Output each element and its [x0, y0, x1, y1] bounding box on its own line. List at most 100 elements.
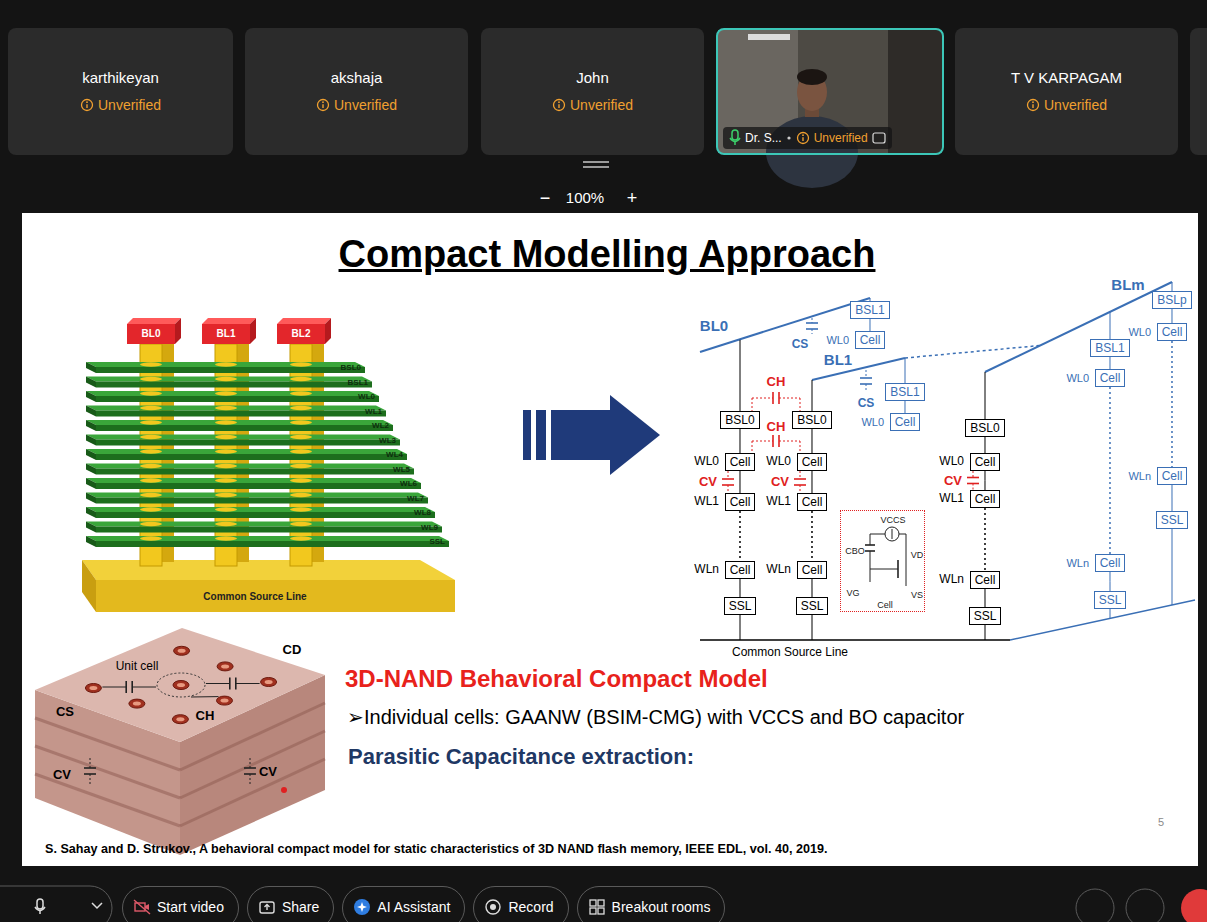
separator-dot — [787, 136, 790, 139]
cell-cylinder — [178, 649, 186, 653]
wire — [870, 569, 898, 570]
info-icon — [1032, 101, 1034, 103]
info-icon — [1032, 104, 1033, 108]
share-icon — [264, 905, 269, 911]
cell-cylinder — [176, 717, 184, 721]
capacitance-label: Unit cell — [116, 660, 159, 674]
layer-label: WL2 — [372, 421, 389, 430]
capacitor-symbol — [84, 767, 96, 769]
node-text: SSL — [801, 599, 824, 613]
memory-cell-box: Cell — [725, 453, 756, 471]
bitline-label: BL0 — [142, 328, 161, 340]
word-line-plate — [86, 435, 400, 440]
info-icon — [1026, 98, 1040, 112]
string-wire — [811, 471, 812, 493]
signal-label: WLn — [939, 573, 964, 587]
video-light — [748, 34, 790, 40]
bitline-cap — [277, 324, 325, 344]
node-text: BSL0 — [970, 421, 999, 435]
signal-label: WLn — [1128, 470, 1151, 483]
mic-icon — [39, 911, 41, 915]
cell-cylinder — [177, 683, 185, 687]
node-text: Cell — [860, 333, 881, 347]
toolbar-icon — [1126, 889, 1164, 922]
memory-cell-box: BSL1 — [1090, 339, 1129, 357]
node-text: Cell — [975, 492, 996, 506]
zoom-control: 100% — [566, 189, 604, 206]
wire — [870, 534, 885, 535]
channel-pillar — [215, 391, 237, 395]
rooms-icon — [590, 908, 596, 914]
channel-pillar — [290, 362, 312, 366]
record-icon — [490, 904, 496, 910]
toolbar-button — [0, 886, 112, 922]
node-text: SSL — [974, 609, 997, 623]
info-icon — [796, 131, 810, 145]
signal-label: WL0 — [1128, 326, 1151, 339]
word-line-plate — [96, 483, 421, 489]
node-text: VS — [911, 590, 923, 600]
capacitor-lead — [866, 384, 867, 392]
capacitor-lead — [102, 687, 126, 688]
capacitance-label: CV — [259, 765, 277, 780]
signal-label: WLn — [766, 563, 791, 577]
cell-cylinder — [265, 680, 273, 684]
toolbar-button: Share — [247, 886, 334, 922]
node-text: Record — [508, 898, 553, 916]
memory-cell-box: BSL0 — [792, 411, 831, 429]
string-wire — [1171, 485, 1172, 511]
layer-label: WL6 — [400, 479, 417, 488]
node-text: Unverified — [814, 130, 868, 146]
mic-icon — [730, 138, 740, 142]
info-icon — [317, 100, 328, 111]
word-line-plate — [96, 367, 365, 373]
cell-cylinder — [261, 678, 277, 687]
info-icon — [86, 104, 87, 108]
capacitor-lead — [779, 441, 800, 442]
info-icon — [81, 100, 92, 111]
string-wire — [1171, 309, 1172, 323]
string-wire — [811, 429, 812, 453]
channel-pillar — [215, 522, 237, 526]
node-text: Cell — [1100, 556, 1121, 570]
word-line-plate — [96, 498, 428, 504]
signal-label: BL0 — [700, 317, 728, 334]
channel-pillar — [215, 377, 237, 381]
wire — [870, 534, 871, 545]
leave-button — [1181, 889, 1207, 922]
string-wire — [984, 589, 985, 607]
node-text: Cell — [730, 455, 751, 469]
channel-pillar — [215, 362, 237, 366]
assistant-icon — [357, 902, 367, 912]
cell-cylinder — [174, 646, 190, 655]
node-text: Cell — [895, 415, 916, 429]
node-text: Start video — [157, 898, 224, 916]
signal-label: CV — [944, 474, 962, 489]
bitline-cap — [202, 318, 256, 324]
node-text: Unverified — [334, 96, 397, 114]
node-text: John — [576, 68, 609, 88]
bitline-label: BL1 — [217, 328, 236, 340]
layer-label: WL8 — [414, 508, 431, 517]
citation: S. Sahay and D. Strukov., A behavioral c… — [45, 842, 827, 856]
word-line-plate — [96, 469, 414, 475]
bitline-cap — [202, 324, 250, 344]
signal-label: WL1 — [939, 492, 964, 506]
node-text: Cell — [802, 495, 823, 509]
info-icon — [553, 100, 564, 111]
node-text: Cell — [730, 495, 751, 509]
capacitor-lead — [800, 471, 801, 479]
capacitor-lead — [728, 471, 729, 479]
channel-pillar — [215, 493, 237, 497]
source-line — [700, 639, 1010, 641]
string-wire — [1109, 387, 1111, 554]
status-row: Unverified — [80, 96, 161, 114]
cell-cylinder — [221, 664, 229, 668]
capacitor-lead — [812, 329, 813, 334]
layer-label: WL1 — [365, 407, 382, 416]
word-line-plate — [86, 536, 449, 541]
word-line-plate — [96, 411, 386, 417]
node-text: akshaja — [331, 68, 383, 88]
wire — [985, 625, 986, 640]
capacitor-lead — [866, 370, 867, 378]
